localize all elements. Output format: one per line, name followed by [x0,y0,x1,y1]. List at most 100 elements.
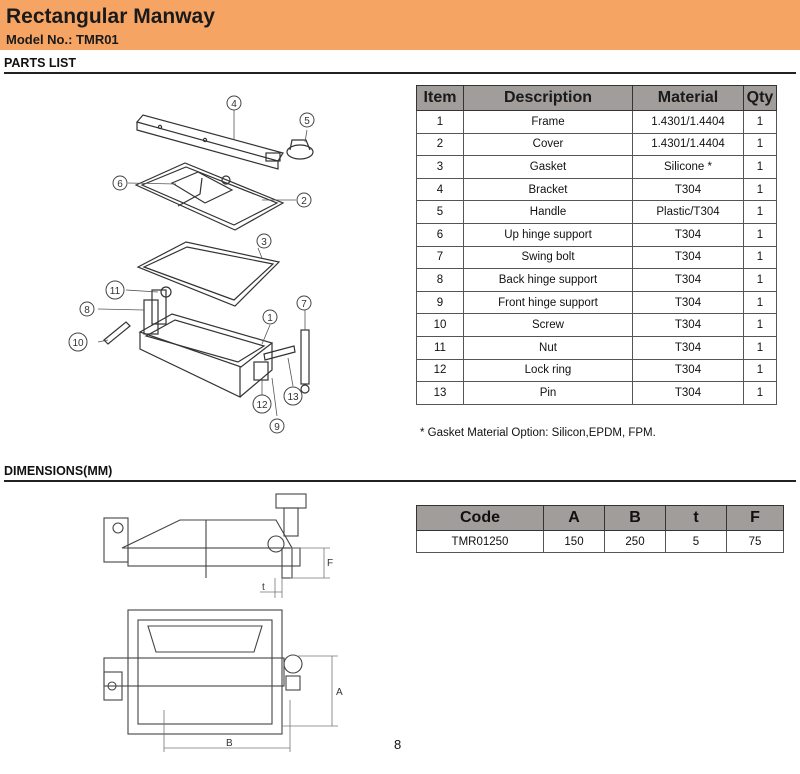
callout-label: 6 [117,179,123,190]
cell-description: Cover [463,132,633,157]
callout-label: 1 [267,313,273,324]
header-description: Description [463,85,633,111]
cell-qty: 1 [743,132,777,157]
cell-qty: 1 [743,290,777,315]
model-number: Model No.: TMR01 [6,32,119,47]
dimensions-table: Code A B t F TMR01250 150 250 5 75 [416,505,784,553]
callout-label: 10 [72,338,84,349]
cell-material: T304 [632,358,744,383]
cell-material: T304 [632,222,744,247]
callout-label: 8 [84,305,90,316]
header-material: Material [632,85,744,111]
cell-qty: 1 [743,200,777,224]
cell-material: Silicone * [632,155,744,179]
dimensions-divider [4,480,796,482]
cell-item: 9 [416,290,464,315]
cell-material: 1.4301/1.4404 [632,110,744,134]
parts-table-header-row: Item Description Material Qty [416,85,777,111]
cell-f: 75 [726,530,784,553]
header-qty: Qty [743,85,777,111]
cell-qty: 1 [743,335,777,360]
cell-material: 1.4301/1.4404 [632,132,744,157]
callout-label: 13 [287,392,299,403]
cell-qty: 1 [743,358,777,383]
header-t: t [665,505,727,531]
cell-qty: 1 [743,381,777,405]
cell-item: 2 [416,132,464,157]
cell-material: T304 [632,268,744,292]
cell-description: Lock ring [463,358,633,383]
cell-description: Up hinge support [463,222,633,247]
cell-description: Front hinge support [463,290,633,315]
parts-divider [4,72,796,74]
cell-qty: 1 [743,155,777,179]
page-title: Rectangular Manway [6,5,215,28]
callout-label: 12 [256,400,268,411]
cell-description: Frame [463,110,633,134]
gasket-note: * Gasket Material Option: Silicon,EPDM, … [420,427,656,439]
dim-label-t: t [262,582,265,593]
cell-qty: 1 [743,177,777,202]
cell-description: Bracket [463,177,633,202]
cell-material: T304 [632,245,744,270]
cell-item: 1 [416,110,464,134]
callout-label: 5 [304,116,310,127]
header-f: F [726,505,784,531]
callout-label: 2 [301,196,307,207]
cell-item: 12 [416,358,464,383]
cell-item: 7 [416,245,464,270]
exploded-drawing: 4 5 6 2 3 11 8 7 10 1 12 9 13 [68,95,315,434]
cell-qty: 1 [743,313,777,337]
cell-item: 13 [416,381,464,405]
callout-label: 9 [274,422,280,433]
callout-label: 11 [110,286,121,297]
header-a: A [543,505,605,531]
dims-table-header-row: Code A B t F [416,505,784,531]
header-bar: Rectangular Manway Model No.: TMR01 [0,0,800,50]
cell-item: 4 [416,177,464,202]
cell-code: TMR01250 [416,530,544,553]
dim-label-f: F [327,558,333,569]
cell-a: 150 [543,530,605,553]
cell-b: 250 [604,530,666,553]
cell-material: T304 [632,177,744,202]
cell-item: 5 [416,200,464,224]
cell-description: Handle [463,200,633,224]
cell-item: 3 [416,155,464,179]
cell-material: T304 [632,313,744,337]
cell-material: T304 [632,381,744,405]
cell-material: Plastic/T304 [632,200,744,224]
dimension-drawing: t F A B [103,493,343,752]
cell-description: Swing bolt [463,245,633,270]
cell-description: Nut [463,335,633,360]
callout-label: 7 [301,299,307,310]
cell-qty: 1 [743,268,777,292]
cell-description: Back hinge support [463,268,633,292]
cell-description: Pin [463,381,633,405]
cell-qty: 1 [743,245,777,270]
callout-label: 3 [261,237,267,248]
cell-t: 5 [665,530,727,553]
header-code: Code [416,505,544,531]
cell-material: T304 [632,290,744,315]
cell-item: 10 [416,313,464,337]
callout-label: 4 [231,99,237,110]
cell-qty: 1 [743,110,777,134]
header-item: Item [416,85,464,111]
cell-description: Screw [463,313,633,337]
cell-description: Gasket [463,155,633,179]
cell-qty: 1 [743,222,777,247]
parts-list-heading: PARTS LIST [4,56,76,70]
